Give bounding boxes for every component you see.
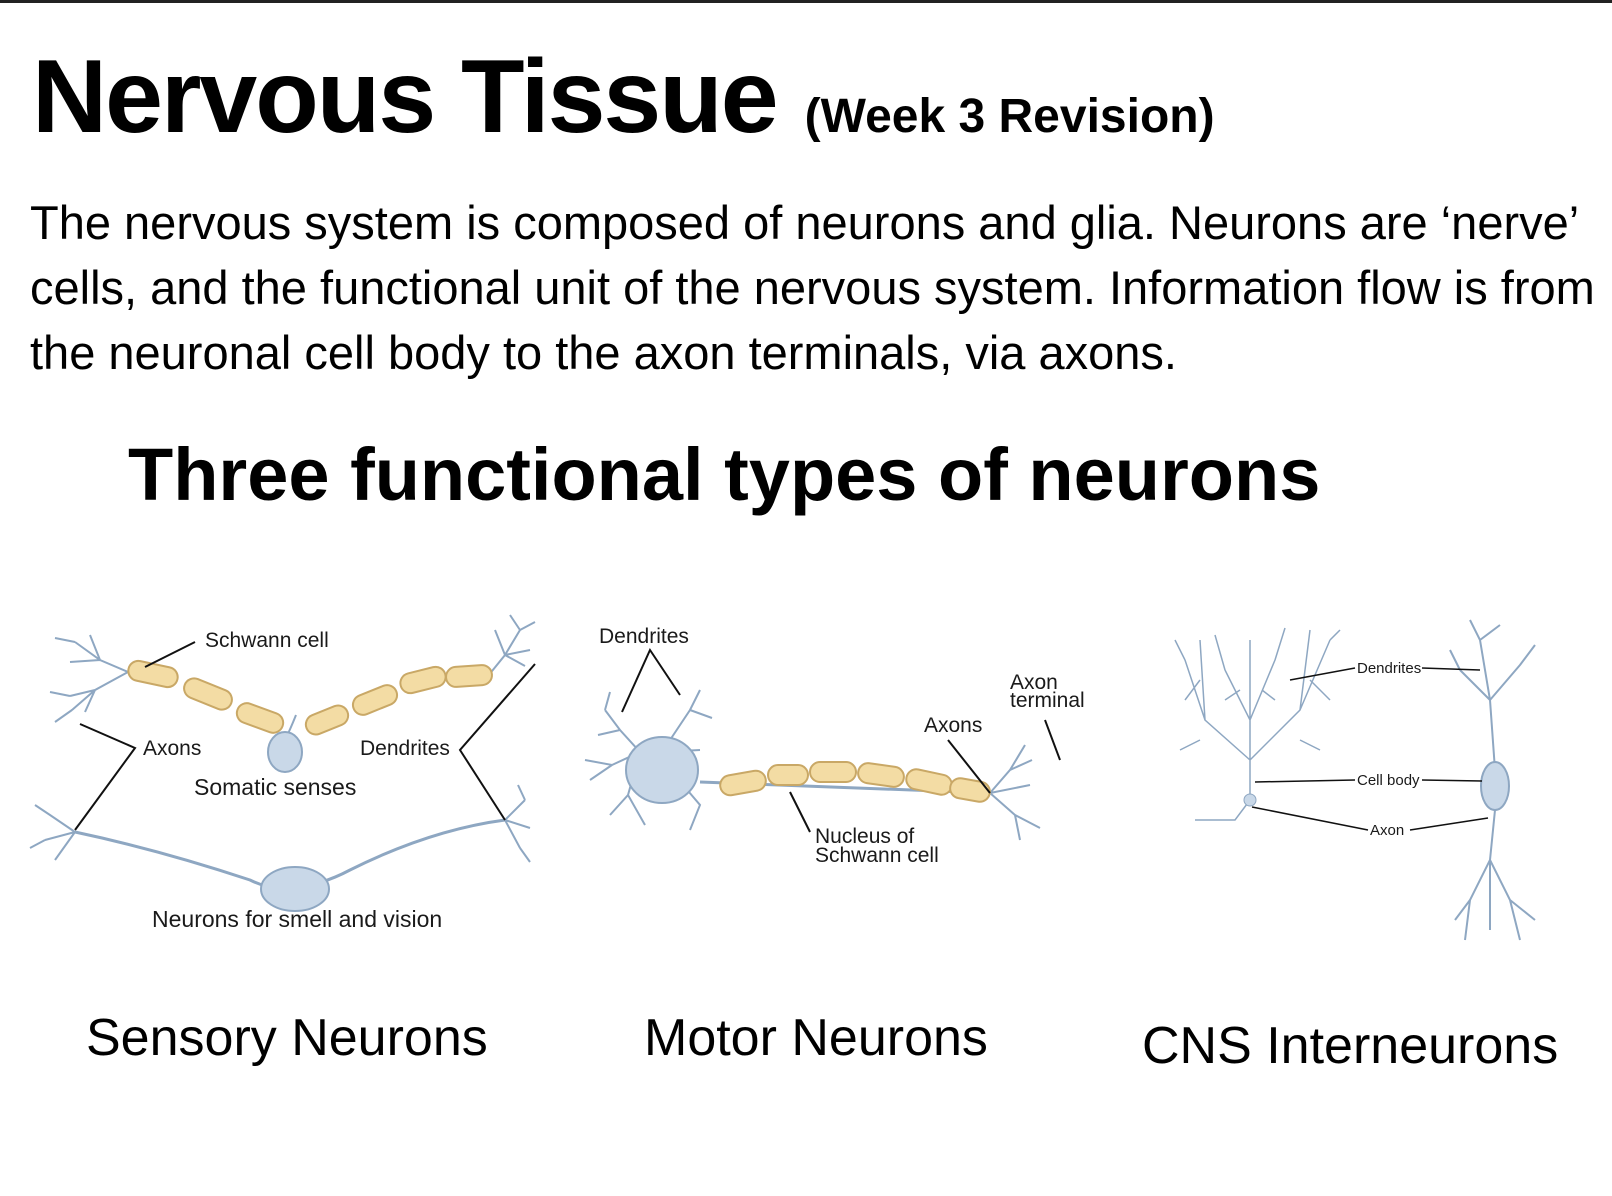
sensory-myelin-chain — [127, 659, 493, 736]
sensory-neuron-diagram: Schwann cell Axons Dendrites Somatic sen… — [29, 614, 536, 932]
motor-axons-label: Axons — [924, 714, 982, 737]
sensory-axons-label: Axons — [143, 737, 201, 760]
pyramidal-neuron-branches — [1449, 619, 1536, 941]
interneuron-cell-body-label: Cell body — [1357, 772, 1420, 789]
sensory-cell-body-bottom — [260, 866, 330, 912]
caption-interneurons: CNS Interneurons — [1142, 1017, 1559, 1075]
section-heading: Three functional types of neurons — [128, 433, 1321, 516]
motor-axon-terminal-label-1: Axon — [1010, 671, 1058, 694]
motor-dendrites-label: Dendrites — [599, 625, 689, 648]
page-subtitle: (Week 3 Revision) — [804, 90, 1215, 143]
top-rule — [0, 0, 1612, 3]
motor-axon-terminal-label-2: terminal — [1010, 689, 1085, 712]
caption-motor: Motor Neurons — [644, 1009, 988, 1067]
interneuron-diagram: Dendrites Cell body Axon — [1174, 619, 1536, 941]
pyramidal-cell-body — [1480, 761, 1510, 811]
motor-cell-body — [625, 736, 699, 804]
interneuron-dendrites-label: Dendrites — [1357, 660, 1421, 677]
motor-leader-lines — [621, 647, 1061, 833]
sensory-dendrites-label: Dendrites — [360, 737, 450, 760]
interneuron-leader-lines — [1251, 667, 1489, 831]
interneuron-axon-label: Axon — [1370, 822, 1404, 839]
caption-sensory: Sensory Neurons — [86, 1009, 488, 1067]
neuron-types-figure: Schwann cell Axons Dendrites Somatic sen… — [29, 614, 1536, 941]
page-title: Nervous Tissue — [32, 39, 779, 155]
sensory-somatic-label: Somatic senses — [194, 774, 356, 800]
motor-myelin-chain — [719, 761, 991, 803]
motor-neuron-diagram: Dendrites Axons Axon terminal Nucleus of… — [584, 625, 1085, 867]
purkinje-dendritic-tree — [1174, 627, 1341, 821]
sensory-cell-body-top — [267, 731, 303, 773]
motor-nucleus-label-2: Schwann cell — [815, 844, 939, 867]
purkinje-cell-body — [1243, 793, 1257, 807]
sensory-leader-lines — [74, 641, 536, 831]
sensory-schwann-label: Schwann cell — [205, 629, 329, 652]
title-row: Nervous Tissue (Week 3 Revision) — [32, 38, 1215, 157]
sensory-smell-vision-label: Neurons for smell and vision — [152, 906, 442, 932]
intro-paragraph: The nervous system is composed of neuron… — [30, 196, 1595, 379]
motor-nucleus-label-1: Nucleus of — [815, 825, 914, 848]
